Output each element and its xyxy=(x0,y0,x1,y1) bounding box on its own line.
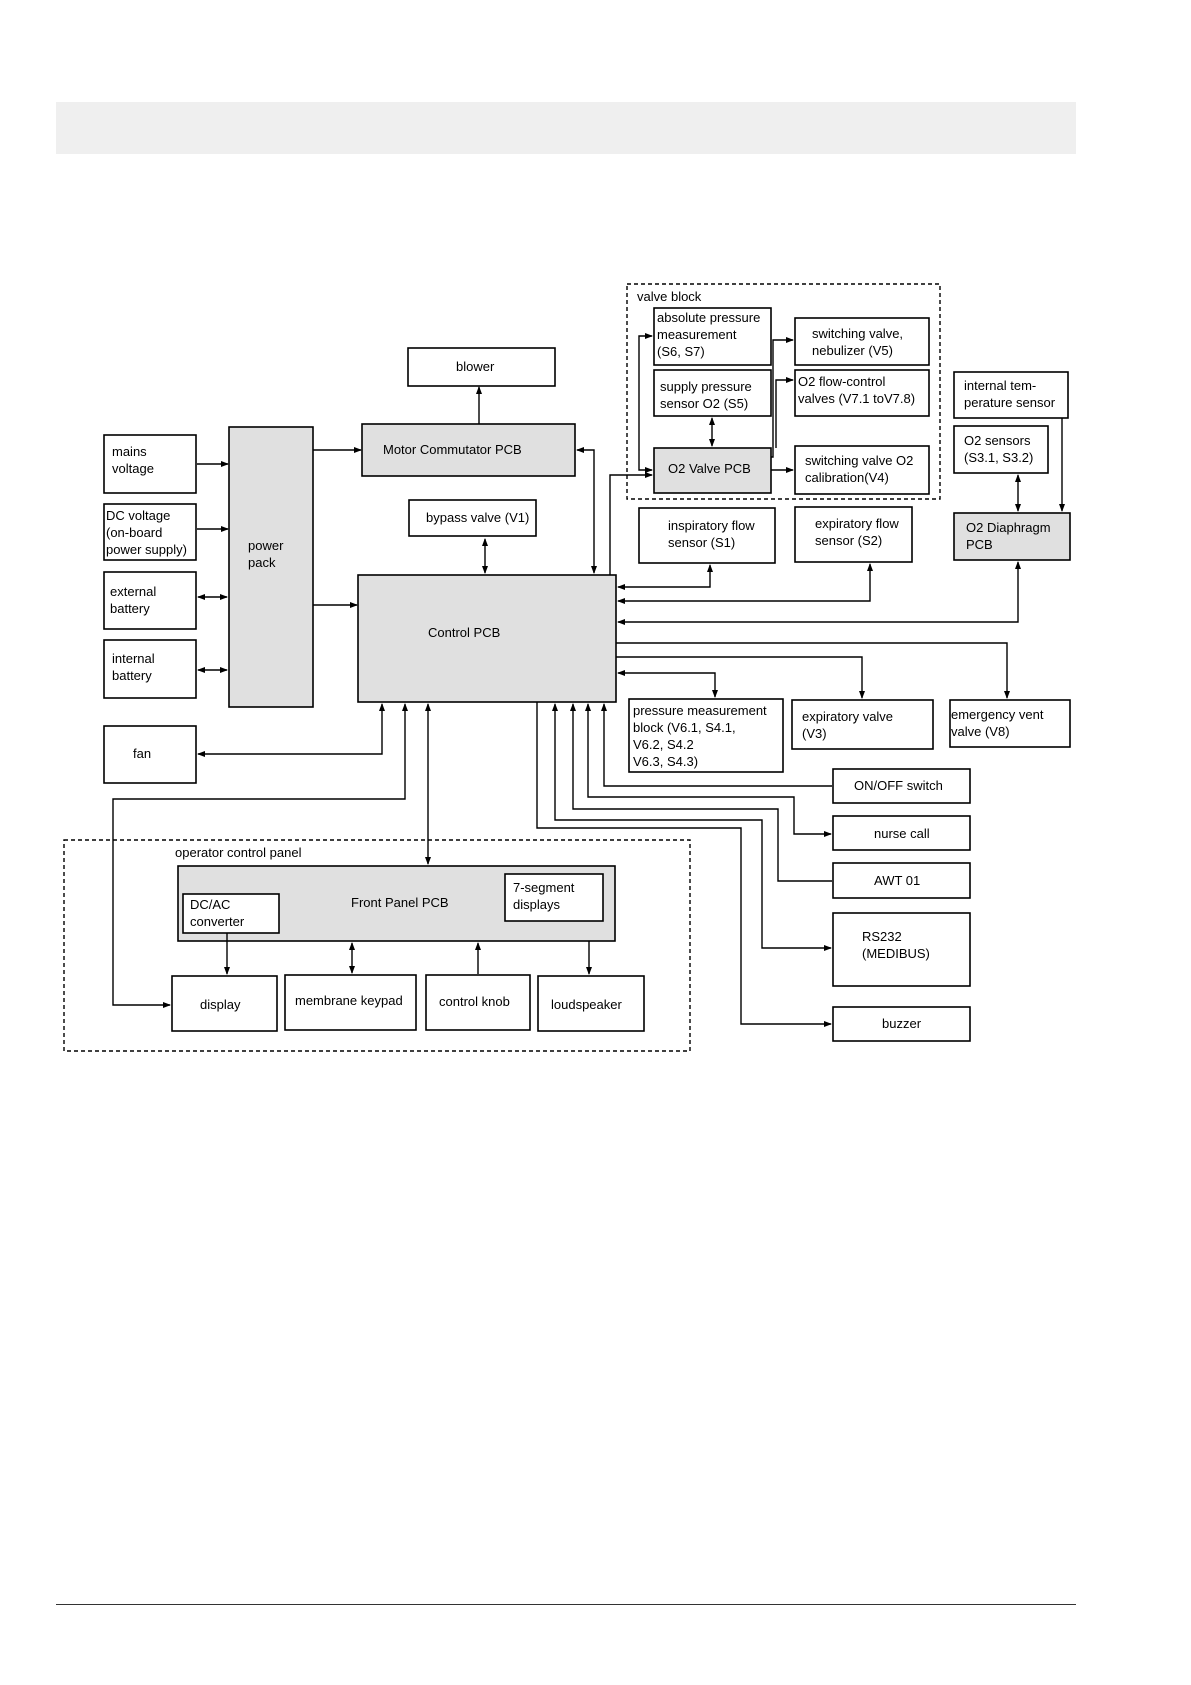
dcac-line-1: DC/AC xyxy=(190,897,230,912)
pressure-block-line-1: pressure measurement xyxy=(633,703,767,718)
loudspeaker-label: loudspeaker xyxy=(551,997,622,1012)
rs232-medibus-block xyxy=(832,912,971,987)
supply-pressure-line-1: supply pressure xyxy=(660,379,752,394)
valve-block-label: valve block xyxy=(637,289,702,304)
blower-label: blower xyxy=(456,359,495,374)
power-pack-block xyxy=(228,426,314,708)
absolute-pressure-block xyxy=(653,307,772,366)
seven-segment-line-2: displays xyxy=(513,897,560,912)
buzzer-label: buzzer xyxy=(882,1016,922,1031)
internal-battery-block xyxy=(103,639,197,699)
fan-label: fan xyxy=(133,746,151,761)
seven-segment-line-1: 7-segment xyxy=(513,880,575,895)
external-battery-block xyxy=(103,571,197,630)
o2-sensors-line-2: (S3.1, S3.2) xyxy=(964,450,1033,465)
exp-flow-line-2: sensor (S2) xyxy=(815,533,882,548)
connector-lines xyxy=(112,333,1065,1027)
internal-temp-line-2: perature sensor xyxy=(964,395,1056,410)
switching-valve-cal-line-2: calibration(V4) xyxy=(805,470,889,485)
power-pack-line-1: power xyxy=(248,538,284,553)
pressure-block-line-3: V6.2, S4.2 xyxy=(633,737,694,752)
switching-valve-neb-line-2: nebulizer (V5) xyxy=(812,343,893,358)
o2-sensors-line-1: O2 sensors xyxy=(964,433,1031,448)
dc-voltage-line-3: power supply) xyxy=(106,542,187,557)
buzzer-block xyxy=(832,1006,971,1042)
o2-flow-control-valves-block xyxy=(794,369,930,417)
mains-voltage-line-2: voltage xyxy=(112,461,154,476)
onoff-switch-block xyxy=(832,768,971,804)
internal-temperature-sensor-block xyxy=(953,371,1069,419)
mains-voltage-line-1: mains xyxy=(112,444,147,459)
control-knob-block xyxy=(425,974,531,1031)
supply-pressure-line-2: sensor O2 (S5) xyxy=(660,396,748,411)
onoff-switch-label: ON/OFF switch xyxy=(854,778,943,793)
switching-valve-neb-line-1: switching valve, xyxy=(812,326,903,341)
nurse-call-label: nurse call xyxy=(874,826,930,841)
awt-01-label: AWT 01 xyxy=(874,873,920,888)
control-pcb-block xyxy=(357,574,617,703)
inspiratory-flow-sensor-block xyxy=(638,507,776,564)
display-label: display xyxy=(200,997,241,1012)
o2-sensors-block xyxy=(953,425,1049,474)
insp-flow-line-2: sensor (S1) xyxy=(668,535,735,550)
dcac-line-2: converter xyxy=(190,914,245,929)
footer-rule xyxy=(56,1604,1076,1605)
expiratory-valve-block xyxy=(791,699,934,750)
nurse-call-block xyxy=(832,815,971,851)
loudspeaker-block xyxy=(537,975,645,1032)
dc-voltage-line-2: (on-board xyxy=(106,525,162,540)
exp-valve-line-2: (V3) xyxy=(802,726,827,741)
o2-diaphragm-line-2: PCB xyxy=(966,537,993,552)
switching-valve-calibration-block xyxy=(794,445,930,495)
external-battery-line-1: external xyxy=(110,584,156,599)
pressure-block-line-2: block (V6.1, S4.1, xyxy=(633,720,736,735)
o2-valve-pcb-block xyxy=(653,447,772,494)
absolute-pressure-line-3: (S6, S7) xyxy=(657,344,705,359)
dc-voltage-block xyxy=(103,503,197,561)
operator-control-panel-label: operator control panel xyxy=(175,845,302,860)
mains-voltage-block xyxy=(103,434,197,494)
switching-valve-nebulizer-block xyxy=(794,317,930,366)
rs232-line-1: RS232 xyxy=(862,929,902,944)
absolute-pressure-line-1: absolute pressure xyxy=(657,310,760,325)
control-knob-label: control knob xyxy=(439,994,510,1009)
valve-block-group xyxy=(626,283,941,500)
blower-block xyxy=(407,347,556,387)
expiratory-flow-sensor-block xyxy=(794,506,913,563)
o2-diaphragm-pcb-block xyxy=(953,512,1071,561)
internal-battery-line-1: internal xyxy=(112,651,155,666)
page-header-bar xyxy=(56,102,1076,154)
emergency-vent-line-1: emergency vent xyxy=(951,707,1044,722)
exp-valve-line-1: expiratory valve xyxy=(802,709,893,724)
external-battery-line-2: battery xyxy=(110,601,150,616)
emergency-vent-line-2: valve (V8) xyxy=(951,724,1010,739)
dc-voltage-line-1: DC voltage xyxy=(106,508,170,523)
o2-valve-pcb-label: O2 Valve PCB xyxy=(668,461,751,476)
emergency-vent-valve-block xyxy=(949,699,1071,748)
membrane-keypad-label: membrane keypad xyxy=(295,993,403,1008)
bypass-valve-label: bypass valve (V1) xyxy=(426,510,529,525)
pressure-block-line-4: V6.3, S4.3) xyxy=(633,754,698,769)
internal-battery-line-2: battery xyxy=(112,668,152,683)
motor-commutator-pcb-block xyxy=(361,423,576,477)
front-panel-pcb-label: Front Panel PCB xyxy=(351,895,449,910)
absolute-pressure-line-2: measurement xyxy=(657,327,737,342)
rs232-line-2: (MEDIBUS) xyxy=(862,946,930,961)
o2-flow-control-line-2: valves (V7.1 toV7.8) xyxy=(798,391,915,406)
exp-flow-line-1: expiratory flow xyxy=(815,516,899,531)
awt-01-block xyxy=(832,862,971,899)
o2-diaphragm-line-1: O2 Diaphragm xyxy=(966,520,1051,535)
control-pcb-label: Control PCB xyxy=(428,625,500,640)
bypass-valve-block xyxy=(408,499,537,537)
switching-valve-cal-line-1: switching valve O2 xyxy=(805,453,913,468)
supply-pressure-sensor-block xyxy=(653,369,772,417)
o2-flow-control-line-1: O2 flow-control xyxy=(798,374,886,389)
motor-commutator-pcb-label: Motor Commutator PCB xyxy=(383,442,522,457)
power-pack-line-2: pack xyxy=(248,555,276,570)
insp-flow-line-1: inspiratory flow xyxy=(668,518,755,533)
internal-temp-line-1: internal tem- xyxy=(964,378,1036,393)
